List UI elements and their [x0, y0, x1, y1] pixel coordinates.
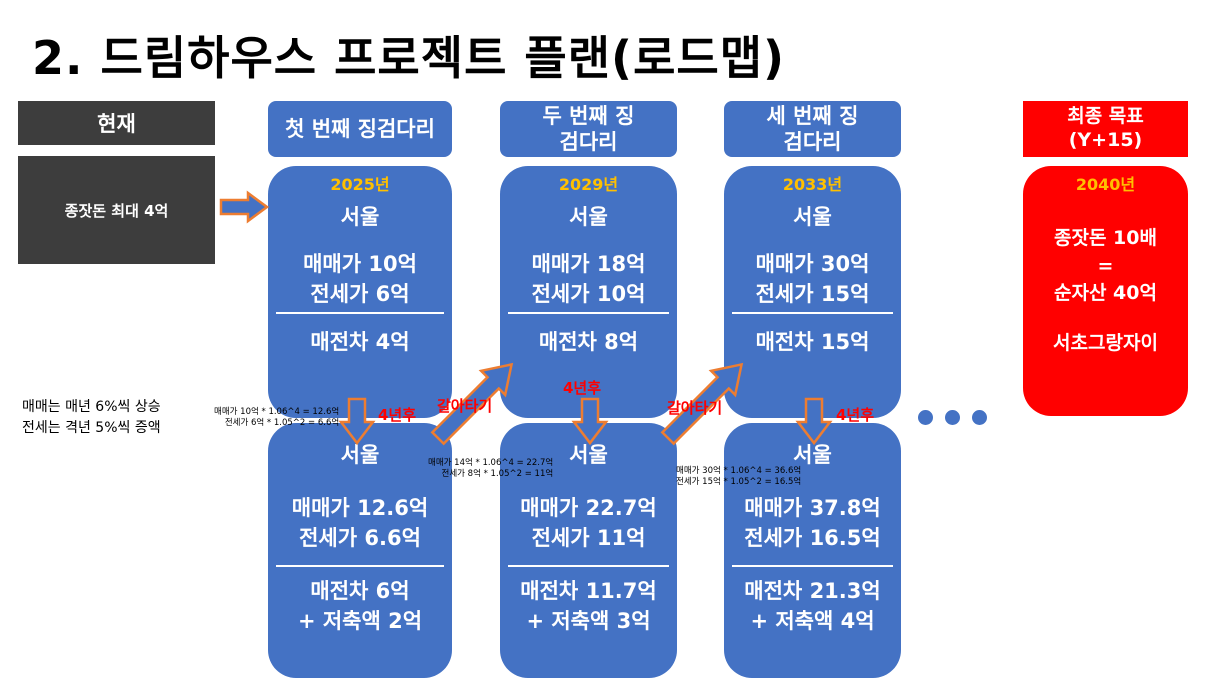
ellipsis-dot [918, 410, 933, 425]
city-label: 서울 [569, 205, 608, 229]
city-label: 서울 [340, 205, 380, 229]
equals-sign: = [1097, 254, 1114, 277]
year-label: 2025년 [330, 175, 390, 194]
sale-price: 매매가 37.8억 [744, 496, 881, 520]
saving-amount: + 저축액 4억 [750, 609, 875, 634]
after-label: 4년후 [836, 406, 875, 424]
page-title: 2. 드림하우스 프로젝트 플랜(로드맵) [32, 31, 786, 85]
city-label: 서울 [793, 205, 832, 229]
gap-amount: 매전차 6억 [310, 579, 410, 603]
down-arrow-icon [338, 397, 376, 446]
city-label: 서울 [340, 443, 380, 467]
city-label: 서울 [569, 443, 608, 467]
after-label: 4년후 [378, 406, 417, 424]
sale-price: 매매가 12.6억 [291, 496, 429, 520]
divider [276, 312, 444, 314]
divider [732, 312, 893, 314]
side-note: 매매는 매년 6%씩 상승 전세는 격년 5%씩 증액 [22, 397, 161, 439]
target-apartment: 서초그랑자이 [1053, 331, 1158, 354]
stage-header-2: 두 번째 징검다리 [500, 101, 677, 157]
net-assets: 순자산 40억 [1054, 282, 1157, 305]
stage-2-bottom-card: 서울 매매가 22.7억 전세가 11억 매전차 11.7억 + 저축액 3억 [500, 423, 677, 678]
saving-amount: + 저축액 2억 [297, 609, 423, 634]
year-label: 2029년 [558, 175, 619, 194]
jeonse-price: 전세가 10억 [531, 282, 646, 307]
price-block: 매매가 10억 전세가 6억 [268, 249, 452, 310]
divider [508, 565, 669, 567]
current-value-box: 종잣돈 최대 4억 [18, 156, 215, 264]
down-arrow-icon [795, 397, 833, 446]
calc-note: 매매가 30억 * 1.06^4 = 36.6억 전세가 15억 * 1.05^… [676, 466, 802, 487]
price-block: 매매가 30억 전세가 15억 [724, 249, 901, 310]
gap-amount: 매전차 4억 [310, 330, 410, 354]
gap-amount: 매전차 8억 [538, 330, 639, 354]
side-note-line: 매매는 매년 6%씩 상승 [22, 399, 161, 415]
city-label: 서울 [793, 443, 832, 467]
seed-money-multiple: 종잣돈 10배 [1054, 227, 1157, 249]
jeonse-price: 전세가 6.6억 [299, 526, 421, 551]
current-value: 종잣돈 최대 4억 [64, 201, 169, 220]
gap-block: 매전차 21.3억 + 저축액 4억 [724, 576, 901, 637]
final-goal-card: 2040년 종잣돈 10배 = 순자산 40억 서초그랑자이 [1023, 166, 1188, 416]
gap-block: 매전차 11.7억 + 저축액 3억 [500, 576, 677, 637]
price-block: 매매가 22.7억 전세가 11억 [500, 493, 677, 554]
saving-amount: + 저축액 3억 [526, 609, 651, 634]
final-goal-text: 종잣돈 10배 = 순자산 40억 서초그랑자이 [1023, 225, 1188, 357]
divider [732, 565, 893, 567]
stage-header-3: 세 번째 징검다리 [724, 101, 901, 157]
ellipsis-dot [972, 410, 987, 425]
gap-amount: 매전차 11.7억 [520, 579, 657, 603]
gap-amount: 매전차 21.3억 [744, 579, 881, 603]
ellipsis-dot [945, 410, 960, 425]
diagonal-up-arrow-icon [430, 362, 514, 446]
sale-price: 매매가 18억 [531, 252, 646, 276]
down-arrow-icon [571, 397, 609, 446]
stage-3-top-card: 2033년 서울 매매가 30억 전세가 15억 매전차 15억 [724, 166, 901, 418]
final-header: 최종 목표 (Y+15) [1023, 101, 1188, 157]
price-block: 매매가 12.6억 전세가 6.6억 [268, 493, 452, 554]
price-block: 매매가 18억 전세가 10억 [500, 249, 677, 310]
right-arrow-icon [219, 190, 270, 224]
stage-1-top-card: 2025년 서울 매매가 10억 전세가 6억 매전차 4억 [268, 166, 452, 418]
jeonse-price: 전세가 15억 [755, 282, 870, 307]
gap-amount: 매전차 15억 [755, 330, 870, 354]
jeonse-price: 전세가 16.5억 [744, 526, 881, 551]
price-block: 매매가 37.8억 전세가 16.5억 [724, 493, 901, 554]
sale-price: 매매가 22.7억 [520, 496, 657, 520]
calc-note: 매매가 10억 * 1.06^4 = 12.6억 전세가 6억 * 1.05^2… [214, 407, 340, 428]
stage-3-bottom-card: 서울 매매가 37.8억 전세가 16.5억 매전차 21.3억 + 저축액 4… [724, 423, 901, 678]
switch-label: 갈아타기 [667, 399, 723, 417]
stage-header-1: 첫 번째 징검다리 [268, 101, 452, 157]
divider [276, 565, 444, 567]
sale-price: 매매가 10억 [303, 252, 417, 276]
stage-2-top-card: 2029년 서울 매매가 18억 전세가 10억 매전차 8억 [500, 166, 677, 418]
year-label: 2033년 [782, 175, 843, 194]
switch-label: 갈아타기 [437, 397, 493, 415]
after-label: 4년후 [563, 379, 602, 397]
diagonal-up-arrow-icon [660, 362, 744, 446]
sale-price: 매매가 30억 [755, 252, 870, 276]
stage-1-bottom-card: 서울 매매가 12.6억 전세가 6.6억 매전차 6억 + 저축액 2억 [268, 423, 452, 678]
gap-block: 매전차 6억 + 저축액 2억 [268, 576, 452, 637]
jeonse-price: 전세가 6억 [310, 282, 410, 307]
current-label: 현재 [18, 101, 215, 145]
jeonse-price: 전세가 11억 [531, 526, 646, 551]
side-note-line: 전세는 격년 5%씩 증액 [22, 420, 161, 436]
divider [508, 312, 669, 314]
year-label: 2040년 [1075, 175, 1136, 194]
calc-note: 매매가 14억 * 1.06^4 = 22.7억 전세가 8억 * 1.05^2… [428, 458, 554, 479]
